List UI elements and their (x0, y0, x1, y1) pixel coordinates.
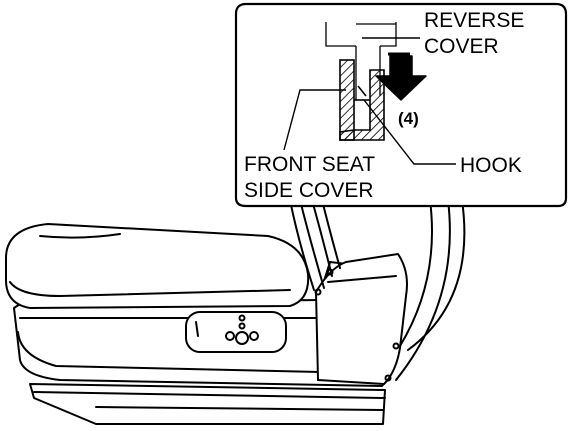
leader-front-seat (283, 89, 346, 151)
seat-cushion (5, 223, 310, 309)
label-step: (4) (398, 109, 419, 128)
side-cover-section (339, 59, 385, 141)
label-reverse: REVERSE (424, 9, 524, 32)
seat-illustration (5, 199, 466, 425)
down-arrow-icon (375, 52, 427, 101)
label-cover: COVER (424, 35, 499, 58)
front-seat-side-cover (315, 253, 408, 385)
leader-hook (363, 99, 456, 165)
label-hook: HOOK (460, 154, 522, 177)
label-side-cover: SIDE COVER (244, 179, 374, 202)
detail-callout: REVERSE COVER (4) HOOK FRONT SEAT SIDE C… (234, 2, 568, 208)
label-front-seat: FRONT SEAT (244, 153, 375, 176)
seat-rail (29, 383, 386, 425)
seat-control-panel (185, 311, 287, 353)
